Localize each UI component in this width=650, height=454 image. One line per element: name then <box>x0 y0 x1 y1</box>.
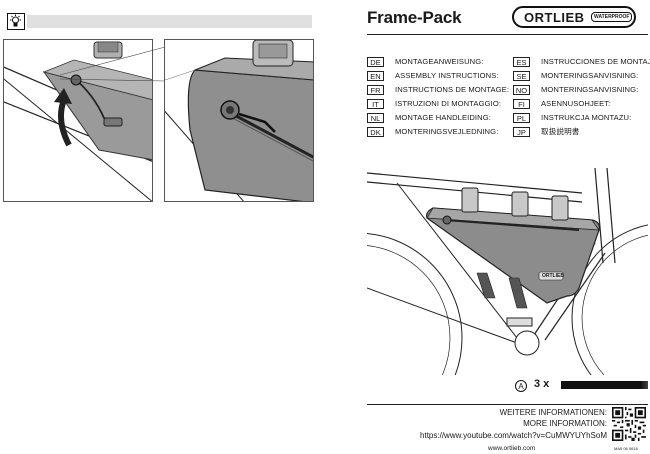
lang-row-nl: NL MONTAGE HANDLEIDING: <box>367 111 491 124</box>
lang-text: MONTAGE HANDLEIDING: <box>395 113 491 122</box>
lang-text: INSTRUCTIONS DE MONTAGE: <box>395 85 510 94</box>
lang-row-se: SE MONTERINGSANVISNING: <box>513 69 638 82</box>
lang-code: NL <box>367 112 384 123</box>
lang-code: NO <box>513 84 530 95</box>
allen-key-icon <box>561 381 648 389</box>
lang-code: EN <box>367 70 384 81</box>
lang-text: MONTERINGSVEJLEDNING: <box>395 127 499 136</box>
lang-row-fr: FR INSTRUCTIONS DE MONTAGE: <box>367 83 509 96</box>
lightbulb-icon <box>10 14 21 27</box>
lang-row-pl: PL INSTRUKCJA MONTAZU: <box>513 111 631 124</box>
qr-code-icon[interactable] <box>612 407 646 441</box>
info-label-de: WEITERE INFORMATIONEN: <box>499 408 607 417</box>
lang-code: DE <box>367 56 384 67</box>
lang-row-it: IT ISTRUZIONI DI MONTAGGIO: <box>367 97 501 110</box>
lang-code: PL <box>513 112 530 123</box>
lang-row-es: ES INSTRUCCIONES DE MONTAJE: <box>513 55 650 68</box>
lang-text: MONTERINGSANVISNING: <box>541 71 639 80</box>
lang-text: INSTRUKCJA MONTAZU: <box>541 113 632 122</box>
lang-code: DK <box>367 126 384 137</box>
logo-wordmark: ORTLIEB <box>524 10 585 25</box>
tip-header-bar <box>27 15 312 28</box>
info-video-link[interactable]: https://www.youtube.com/watch?v=CuMWYUYh… <box>420 431 607 440</box>
illustration-panel-closeup <box>164 39 314 202</box>
lang-row-dk: DK MONTERINGSVEJLEDNING: <box>367 125 498 138</box>
lang-row-fi: FI ASENNUSOHJEET: <box>513 97 610 110</box>
website-url[interactable]: www.ortlieb.com <box>488 445 536 452</box>
lang-row-de: DE MONTAGEANWEISUNG: <box>367 55 483 68</box>
info-label-en: MORE INFORMATION: <box>523 419 607 428</box>
lang-text: ASENNUSOHJEET: <box>541 99 611 108</box>
brand-logo: ORTLIEB WATERPROOF <box>512 6 636 28</box>
info-divider <box>367 404 648 405</box>
lang-code: SE <box>513 70 530 81</box>
lang-code: IT <box>367 98 384 109</box>
part-quantity: 3 x <box>534 378 550 390</box>
lang-text: ASSEMBLY INSTRUCTIONS: <box>395 71 499 80</box>
title-divider <box>367 34 648 35</box>
lang-code: FR <box>367 84 384 95</box>
lang-code: FI <box>513 98 530 109</box>
tip-icon-box <box>7 13 25 30</box>
document-code: MA5 06 0616 <box>614 446 638 451</box>
lang-text: MONTERINGSANVISNING: <box>541 85 639 94</box>
lang-row-en: EN ASSEMBLY INSTRUCTIONS: <box>367 69 499 82</box>
lang-code: JP <box>513 126 530 137</box>
lang-text: 取扱説明書 <box>541 127 580 136</box>
lang-text: MONTAGEANWEISUNG: <box>395 57 484 66</box>
part-label-circle: A <box>515 380 527 392</box>
bike-frame-pack-illustration: ORTLIEB <box>367 168 648 375</box>
lang-row-jp: JP 取扱説明書 <box>513 125 579 138</box>
product-title: Frame-Pack <box>367 8 462 27</box>
zoom-connector <box>60 46 166 82</box>
lang-text: INSTRUCCIONES DE MONTAJE: <box>541 57 650 66</box>
bag-label: ORTLIEB <box>542 273 564 279</box>
lang-row-no: NO MONTERINGSANVISNING: <box>513 83 638 96</box>
logo-badge: WATERPROOF <box>591 12 633 22</box>
lang-text: ISTRUZIONI DI MONTAGGIO: <box>395 99 502 108</box>
lang-code: ES <box>513 56 530 67</box>
